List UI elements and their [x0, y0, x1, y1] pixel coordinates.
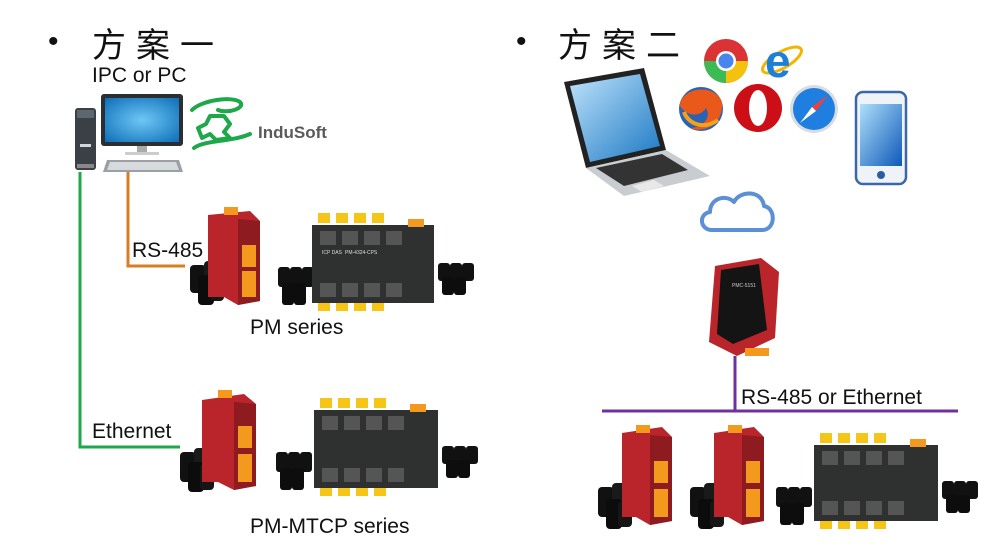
- indusoft-logo-icon: [190, 97, 252, 150]
- opera-icon: [734, 84, 782, 132]
- svg-text:e: e: [765, 36, 791, 82]
- ethernet-line: [78, 172, 180, 449]
- firefox-icon: [679, 87, 723, 131]
- meter-model-text: PM-4324-CPS: [345, 250, 378, 256]
- plan1-lines: [78, 172, 185, 449]
- gateway-device-icon: [709, 258, 779, 356]
- ct-sensor-cluster-icon: [278, 267, 314, 305]
- rs485-label: RS-485: [132, 239, 204, 262]
- chrome-icon: [704, 39, 748, 83]
- plan1-section: • 方案一 IPC or PC InduSoft RS-485: [48, 25, 478, 538]
- cloud-icon: [700, 191, 775, 232]
- plan2-section: • 方案二 e: [500, 0, 1000, 553]
- gateway-model-text: PMC-5151: [732, 283, 756, 289]
- red-power-meter-icon: [714, 425, 764, 525]
- smartphone-icon: [854, 90, 908, 186]
- indusoft-logo-text: InduSoft: [258, 123, 327, 142]
- pm-mtcp-series-label: PM-MTCP series: [250, 515, 410, 538]
- red-power-meter-icon: [622, 425, 672, 525]
- pm-series-label: PM series: [250, 316, 344, 339]
- red-power-meter-icon: [202, 390, 256, 490]
- plan1-title: 方案一: [92, 26, 224, 66]
- multi-channel-meter-icon: [814, 433, 938, 529]
- pm-mtcp-series-devices: [180, 390, 478, 496]
- host-label: IPC or PC: [92, 64, 187, 87]
- plan2-bullet: •: [516, 25, 527, 58]
- plan2-meter-devices: [598, 425, 978, 529]
- red-power-meter-icon: [208, 207, 260, 305]
- ct-sensor-cluster-icon: [276, 452, 312, 490]
- pm-series-devices: [190, 207, 474, 311]
- meter-brand-text: ICP DAS: [322, 250, 342, 256]
- ct-sensor-cluster-icon: [942, 481, 978, 513]
- pc-tower-icon: [75, 108, 96, 170]
- plan2-bus-lines: [602, 356, 958, 413]
- ct-sensor-cluster-icon: [438, 263, 474, 295]
- ct-sensor-cluster-icon: [442, 446, 478, 478]
- plan1-bullet: •: [48, 25, 59, 58]
- laptop-icon: [564, 68, 710, 196]
- monitor-icon: [101, 94, 183, 172]
- ethernet-label: Ethernet: [92, 420, 172, 443]
- internet-explorer-icon: e: [761, 36, 803, 82]
- plan2-title: 方案二: [558, 26, 690, 66]
- multi-channel-meter-icon: [314, 398, 438, 496]
- bus-label: RS-485 or Ethernet: [741, 386, 922, 409]
- rs485-line: [126, 172, 185, 268]
- multi-channel-meter-icon: [312, 213, 434, 311]
- safari-icon: [790, 85, 838, 133]
- ct-sensor-cluster-icon: [776, 487, 812, 525]
